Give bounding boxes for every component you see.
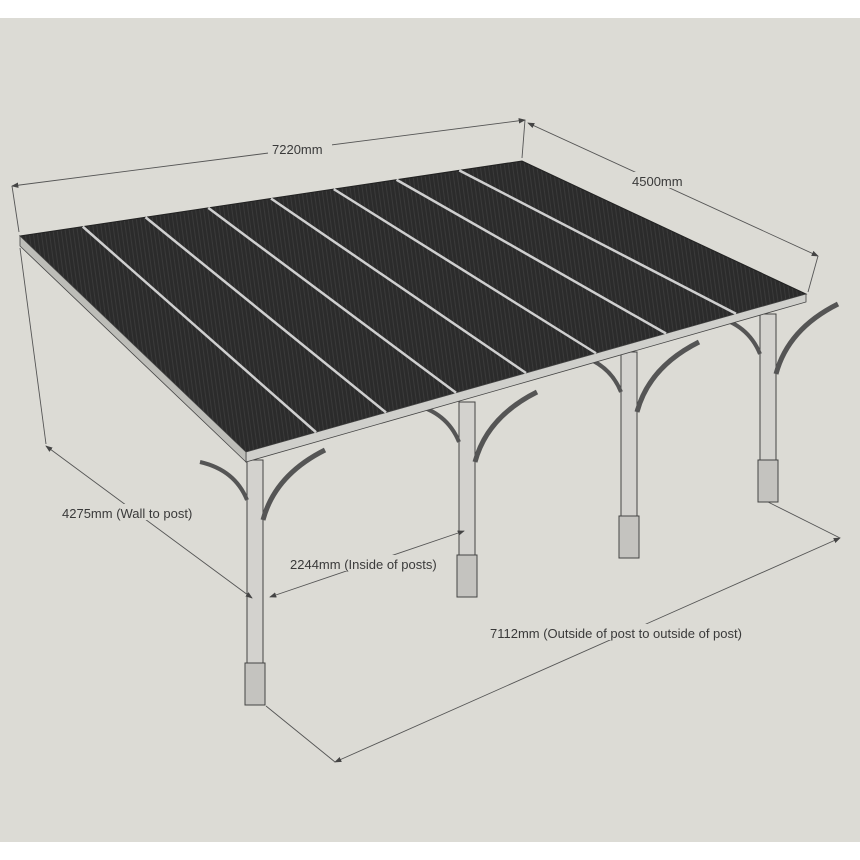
extension-line (521, 119, 526, 159)
extension-line (807, 255, 819, 293)
dimension-labels: 7220mm 4500mm 4275mm (Wall to post) 2244… (60, 141, 774, 641)
label-inside-posts: 2244mm (Inside of posts) (290, 557, 437, 572)
glazing-bar (395, 178, 667, 335)
dim-line-wall-to-post (45, 445, 253, 599)
post (712, 301, 840, 503)
dim-line-outside-posts (334, 537, 841, 763)
extension-line (265, 705, 336, 763)
extension-line (19, 247, 47, 445)
label-depth: 4500mm (632, 174, 683, 189)
label-width: 7220mm (272, 142, 323, 157)
background (0, 18, 860, 842)
glazing-bar (333, 188, 597, 355)
glazing-bar (270, 197, 527, 375)
glazing-bar (144, 216, 387, 414)
glazing-bar (81, 225, 317, 434)
glazing-bar (207, 206, 457, 394)
dim-line-depth (527, 122, 819, 257)
label-wall-to-post: 4275mm (Wall to post) (62, 506, 192, 521)
extension-line (11, 185, 20, 233)
extension-line (767, 501, 841, 539)
label-outside-posts: 7112mm (Outside of post to outside of po… (490, 626, 742, 641)
